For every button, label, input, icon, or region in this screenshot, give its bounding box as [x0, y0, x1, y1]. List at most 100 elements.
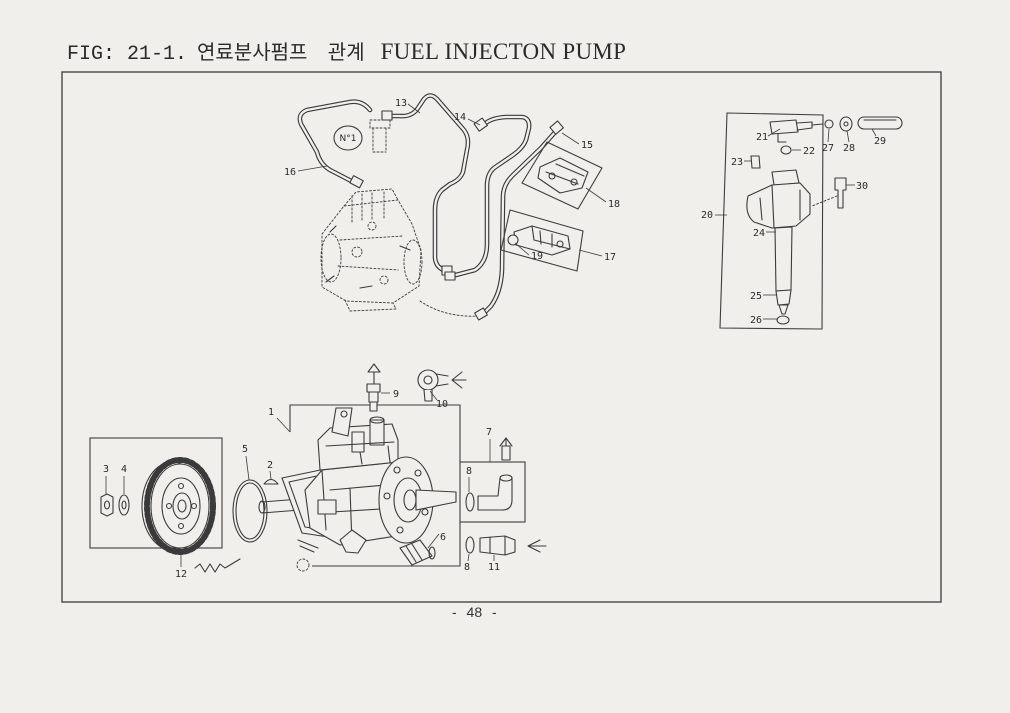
- pipe-nut-15-injector-end: [549, 120, 564, 135]
- washer-8-upper: [465, 492, 475, 512]
- callout-28: 28: [843, 143, 855, 154]
- pipe-nut-16-pump-end: [349, 175, 364, 189]
- pump-sketch-solid-details: [325, 225, 411, 289]
- callout-23: 23: [731, 157, 743, 168]
- timing-gear-hole-d: [165, 502, 173, 510]
- callout-5: 5: [242, 444, 248, 455]
- washer-4: [118, 494, 130, 516]
- pump-flange-sketch: [403, 239, 423, 285]
- banjo-fitting-10-eye: [417, 369, 439, 391]
- pipe-clamp-18-inset: [521, 141, 603, 210]
- callout-3: 3: [103, 464, 109, 475]
- banjo-bolt-28-bore: [843, 121, 849, 127]
- pump-flange-bolt-hole-d: [396, 526, 404, 534]
- pump-flange-bolt-hole-a: [393, 466, 401, 474]
- fitting-11-hex-lines: [489, 535, 506, 556]
- pipe-routing-dotted-line: [419, 300, 481, 317]
- pipe-clamp-17-inset: [500, 209, 584, 272]
- leader-line-13: [407, 103, 421, 114]
- nozzle-holder-assembly: [746, 116, 903, 325]
- pump-flange-bolt-hole-e: [383, 492, 391, 500]
- callout-21: 21: [756, 132, 768, 143]
- timing-gear-teeth: [144, 457, 216, 555]
- injection-pipe-15: [480, 127, 560, 317]
- callout-25: 25: [750, 291, 762, 302]
- injection-pipe-14-bore: [450, 115, 531, 278]
- timing-gear-12: [141, 457, 216, 555]
- leader-lines: [105, 103, 877, 567]
- pipe-nut-13-injector-end: [381, 110, 393, 121]
- cylinder-no1-marker: N°1: [340, 134, 357, 144]
- fitting-11: [479, 535, 547, 556]
- callout-10: 10: [436, 399, 448, 410]
- callout-24: 24: [753, 228, 765, 239]
- nozzle-holder-inset-box: [719, 112, 824, 330]
- pump-drive-shaft-end: [258, 500, 266, 514]
- callout-6: 6: [440, 532, 446, 543]
- pipe-clamp-17-hole: [556, 240, 564, 248]
- callout-4: 4: [121, 464, 127, 475]
- pump-drain-fitting: [297, 539, 319, 553]
- pipe-nut-14-pump-end: [444, 271, 456, 281]
- solenoid-6-body: [399, 539, 433, 566]
- nozzle-holder-cap-nut: [771, 169, 800, 186]
- leader-line-15: [561, 132, 580, 145]
- bolt-30: [834, 177, 847, 209]
- pump-sketch-boss-b: [379, 275, 389, 285]
- timing-gear-web-ring: [161, 477, 201, 535]
- loose-small-parts: [194, 558, 310, 573]
- pipe-nut-15-pump-end: [474, 307, 488, 321]
- callout-22: 22: [803, 146, 815, 157]
- pump-head-plungers: [351, 191, 385, 223]
- callout-16: 16: [284, 167, 296, 178]
- leak-off-line: [811, 123, 824, 126]
- figure-title-korean: 연료분사펌프 관계: [197, 40, 365, 64]
- injection-pipe-14: [449, 114, 532, 279]
- woodruff-key-2: [263, 478, 279, 485]
- pump-housing-outline: [321, 199, 422, 304]
- pump-sketch-boss-a: [351, 246, 363, 258]
- inlet-fitting-7: [477, 437, 513, 511]
- callout-8-lower: 8: [464, 562, 470, 573]
- pipe-clamp-18-grooves: [545, 163, 585, 185]
- callout-13: 13: [395, 98, 407, 109]
- leak-off-cap-21: [769, 119, 799, 135]
- pump-housing-port: [317, 499, 337, 515]
- leader-line-27: [827, 128, 830, 143]
- callout-7: 7: [486, 427, 492, 438]
- pump-flange-bolt-hole-b: [414, 469, 422, 477]
- figure-number: FIG: 21-1.: [67, 43, 188, 66]
- cylinder-no1-marker-ring: [333, 125, 363, 151]
- nozzle-holder-body-details: [759, 184, 801, 229]
- overflow-valve-9: [366, 363, 381, 412]
- injection-pipe-15-wall: [480, 127, 560, 317]
- nozzle-nut-25: [775, 289, 792, 306]
- leader-line-6: [427, 533, 440, 549]
- no1-injector-sketch: [369, 119, 391, 153]
- bolt-23: [750, 155, 761, 169]
- fitting-parts-box-7: [459, 461, 526, 523]
- callout-30: 30: [856, 181, 868, 192]
- gear-parts-box: [89, 437, 223, 549]
- banjo-fitting-10-bore: [423, 375, 433, 385]
- leader-line-17: [578, 249, 603, 257]
- overflow-valve-9-hex: [366, 383, 381, 393]
- timing-gear-hole-a: [177, 482, 185, 490]
- o-ring-5: [232, 479, 268, 543]
- bolt-30-mounting-line: [811, 195, 838, 207]
- leader-line-5: [245, 455, 250, 481]
- leader-line-1: [276, 417, 291, 433]
- callout-14: 14: [454, 112, 466, 123]
- overflow-valve-9-arrow: [367, 363, 381, 373]
- pump-head-outline: [343, 188, 399, 207]
- nozzle-tip: [778, 304, 789, 315]
- overflow-valve-9-body: [368, 391, 379, 403]
- overflow-valve-9-thread: [369, 401, 378, 412]
- banjo-fitting-10-arrow: [451, 371, 467, 389]
- page-number: - 48 -: [452, 604, 497, 620]
- timing-gear-hole-b: [190, 502, 198, 510]
- injection-pipe-14-wall: [449, 114, 532, 279]
- pump-lower-fitting: [339, 529, 367, 554]
